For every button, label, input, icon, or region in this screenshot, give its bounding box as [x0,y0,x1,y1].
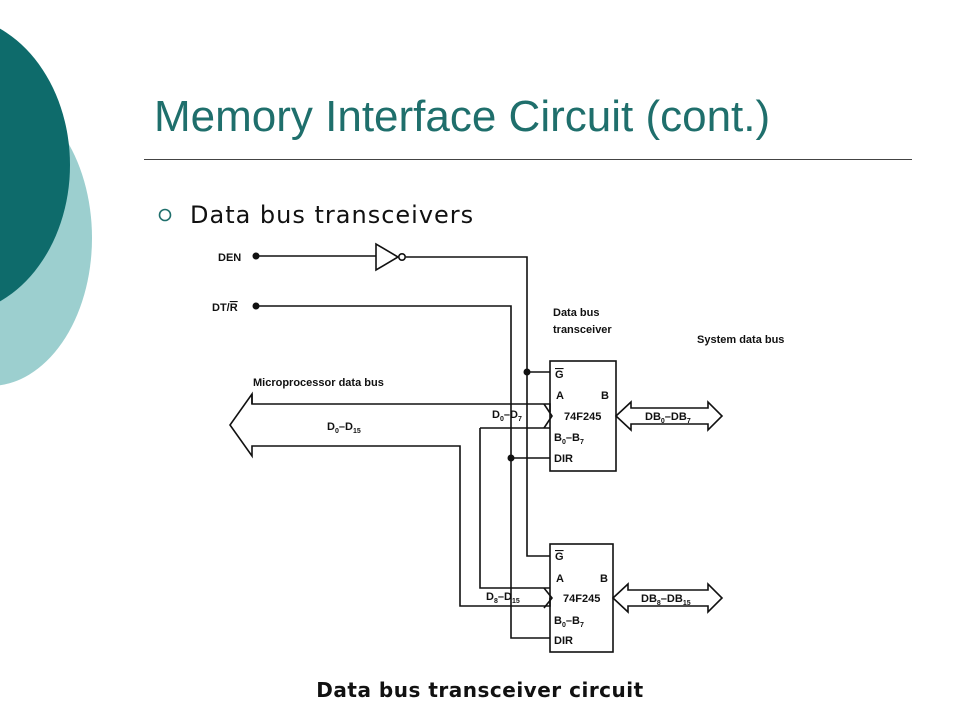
lower-chip-a-pin: A [556,573,564,585]
micro-bus-arrow [229,391,551,607]
dtr-label: DT/R [212,302,238,314]
inverter-icon [375,242,400,272]
lower-chip-b-range: B0–B7 [554,615,584,629]
inverter-bubble [397,253,406,262]
lower-chip-b-pin: B [600,573,608,585]
lower-chip-output-bus: DB8–DB15 [641,593,691,607]
upper-output-bus-arrow [614,400,724,432]
den-terminal [252,252,260,260]
micro-bus-label: Microprocessor data bus [253,377,384,389]
dtr-wire [256,305,550,639]
lower-chip-dir: DIR [554,635,573,647]
den-label: DEN [218,252,241,264]
upper-chip-input-arrowhead [543,403,553,429]
upper-chip-b-pin: B [601,390,609,402]
lower-chip-input-bus: D8–D15 [486,591,520,605]
bullet-item: Data bus transceivers [158,201,474,229]
upper-chip-input-bus: D0–D7 [492,409,522,423]
micro-bus-name: D0–D15 [327,421,361,435]
dir-junction-dot [507,454,515,462]
slide-title: Memory Interface Circuit (cont.) [154,92,771,141]
upper-chip-dir: DIR [554,453,573,465]
lower-chip-g-pin: G [555,551,564,563]
upper-chip-output-bus: DB0–DB7 [645,411,691,425]
diagram-caption: Data bus transceiver circuit [316,678,644,702]
transceiver-label-line2: transceiver [553,324,612,336]
upper-chip-b-range: B0–B7 [554,432,584,446]
g-junction-dot [523,368,531,376]
hollow-circle-bullet-icon [158,208,172,222]
lower-output-bus-arrow [611,582,724,614]
den-to-g-wire [406,256,550,557]
decorative-circles [0,28,92,386]
upper-chip-g-pin: G [555,369,564,381]
system-bus-label: System data bus [697,334,784,346]
title-divider [144,159,912,160]
transceiver-label-line1: Data bus [553,307,599,319]
micro-bus-upper-inner [479,428,550,589]
dark-teal-circle [0,28,70,302]
dtr-terminal [252,302,260,310]
lower-chip-part: 74F245 [563,593,600,605]
bullet-text: Data bus transceivers [190,201,475,229]
upper-chip-part: 74F245 [564,411,601,423]
dtr-r-bar-label: R [230,302,238,314]
lower-chip-input-arrowhead [543,587,554,609]
upper-chip-a-pin: A [556,390,564,402]
